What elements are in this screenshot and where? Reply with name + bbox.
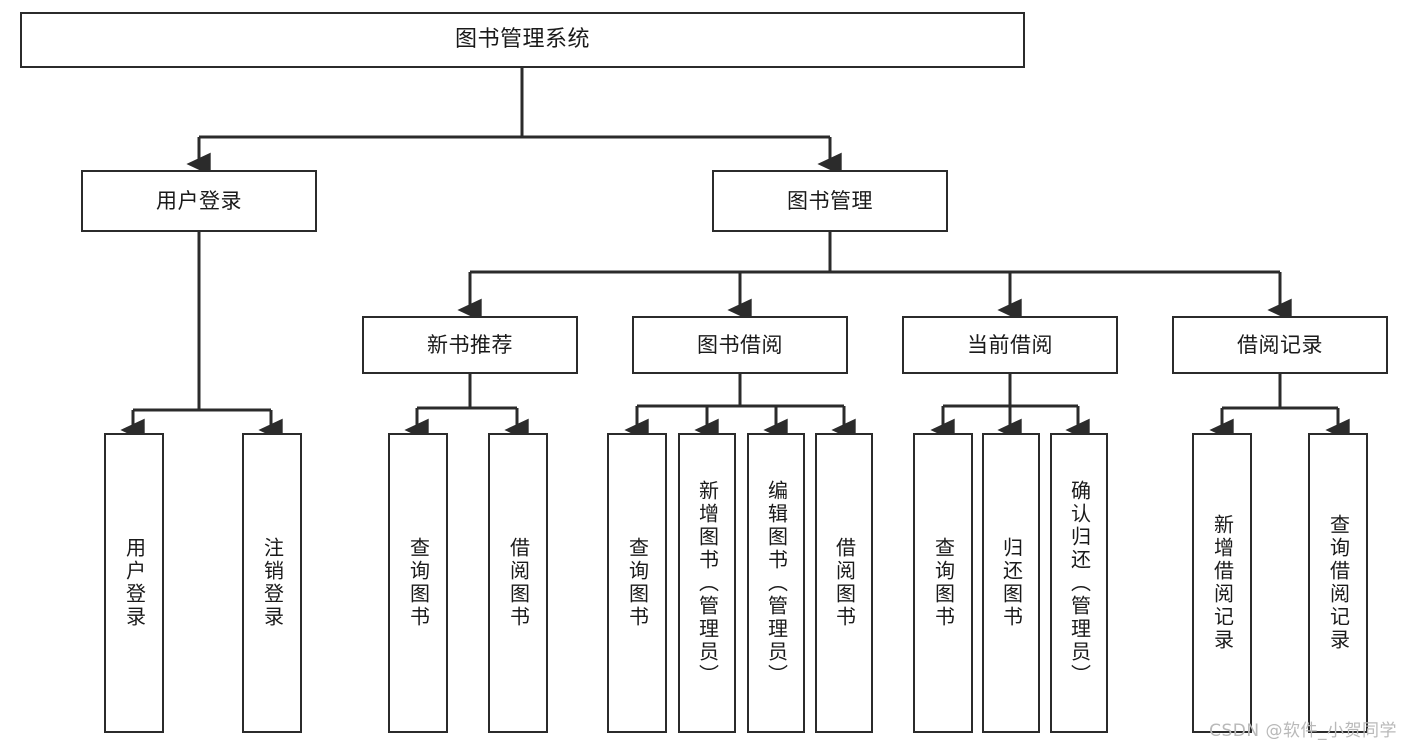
leaf-records-add-record[interactable]: 新增借阅记录 (1192, 433, 1252, 733)
node-label: 注销登录 (260, 537, 285, 629)
leaf-new-book-borrow[interactable]: 借阅图书 (488, 433, 548, 733)
node-label: 图书管理系统 (454, 27, 590, 53)
node-label: 查询图书 (931, 537, 956, 629)
node-label: 查询图书 (406, 537, 431, 629)
node-label: 新增图书（管理员） (695, 479, 720, 687)
leaf-current-confirm-return-admin[interactable]: 确认归还（管理员） (1050, 433, 1108, 733)
node-new-book-recommend[interactable]: 新书推荐 (362, 316, 578, 374)
leaf-borrow-edit-book-admin[interactable]: 编辑图书（管理员） (747, 433, 805, 733)
watermark-text: CSDN @软件_小贺同学 (1209, 721, 1397, 741)
node-user-login[interactable]: 用户登录 (81, 170, 317, 232)
node-current-borrow[interactable]: 当前借阅 (902, 316, 1118, 374)
node-label: 用户登录 (122, 537, 147, 629)
leaf-borrow-query-book[interactable]: 查询图书 (607, 433, 667, 733)
node-book-management[interactable]: 图书管理 (712, 170, 948, 232)
node-root-system[interactable]: 图书管理系统 (20, 12, 1025, 68)
node-label: 查询借阅记录 (1326, 514, 1351, 652)
leaf-current-return-book[interactable]: 归还图书 (982, 433, 1040, 733)
node-label: 新书推荐 (427, 332, 513, 357)
node-label: 图书管理 (787, 188, 873, 213)
node-label: 用户登录 (156, 188, 242, 213)
leaf-user-login-signout[interactable]: 注销登录 (242, 433, 302, 733)
node-label: 借阅图书 (506, 537, 531, 629)
leaf-new-book-query[interactable]: 查询图书 (388, 433, 448, 733)
node-label: 借阅记录 (1237, 332, 1323, 357)
node-label: 编辑图书（管理员） (764, 479, 789, 687)
node-book-borrow[interactable]: 图书借阅 (632, 316, 848, 374)
leaf-records-query-record[interactable]: 查询借阅记录 (1308, 433, 1368, 733)
leaf-current-query-book[interactable]: 查询图书 (913, 433, 973, 733)
node-label: 借阅图书 (832, 537, 857, 629)
leaf-borrow-add-book-admin[interactable]: 新增图书（管理员） (678, 433, 736, 733)
node-label: 图书借阅 (697, 332, 783, 357)
node-label: 确认归还（管理员） (1067, 479, 1092, 687)
leaf-user-login-signin[interactable]: 用户登录 (104, 433, 164, 733)
node-label: 查询图书 (625, 537, 650, 629)
node-label: 当前借阅 (967, 332, 1053, 357)
node-borrow-records[interactable]: 借阅记录 (1172, 316, 1388, 374)
leaf-borrow-borrow-book[interactable]: 借阅图书 (815, 433, 873, 733)
node-label: 归还图书 (999, 537, 1024, 629)
node-label: 新增借阅记录 (1210, 514, 1235, 652)
